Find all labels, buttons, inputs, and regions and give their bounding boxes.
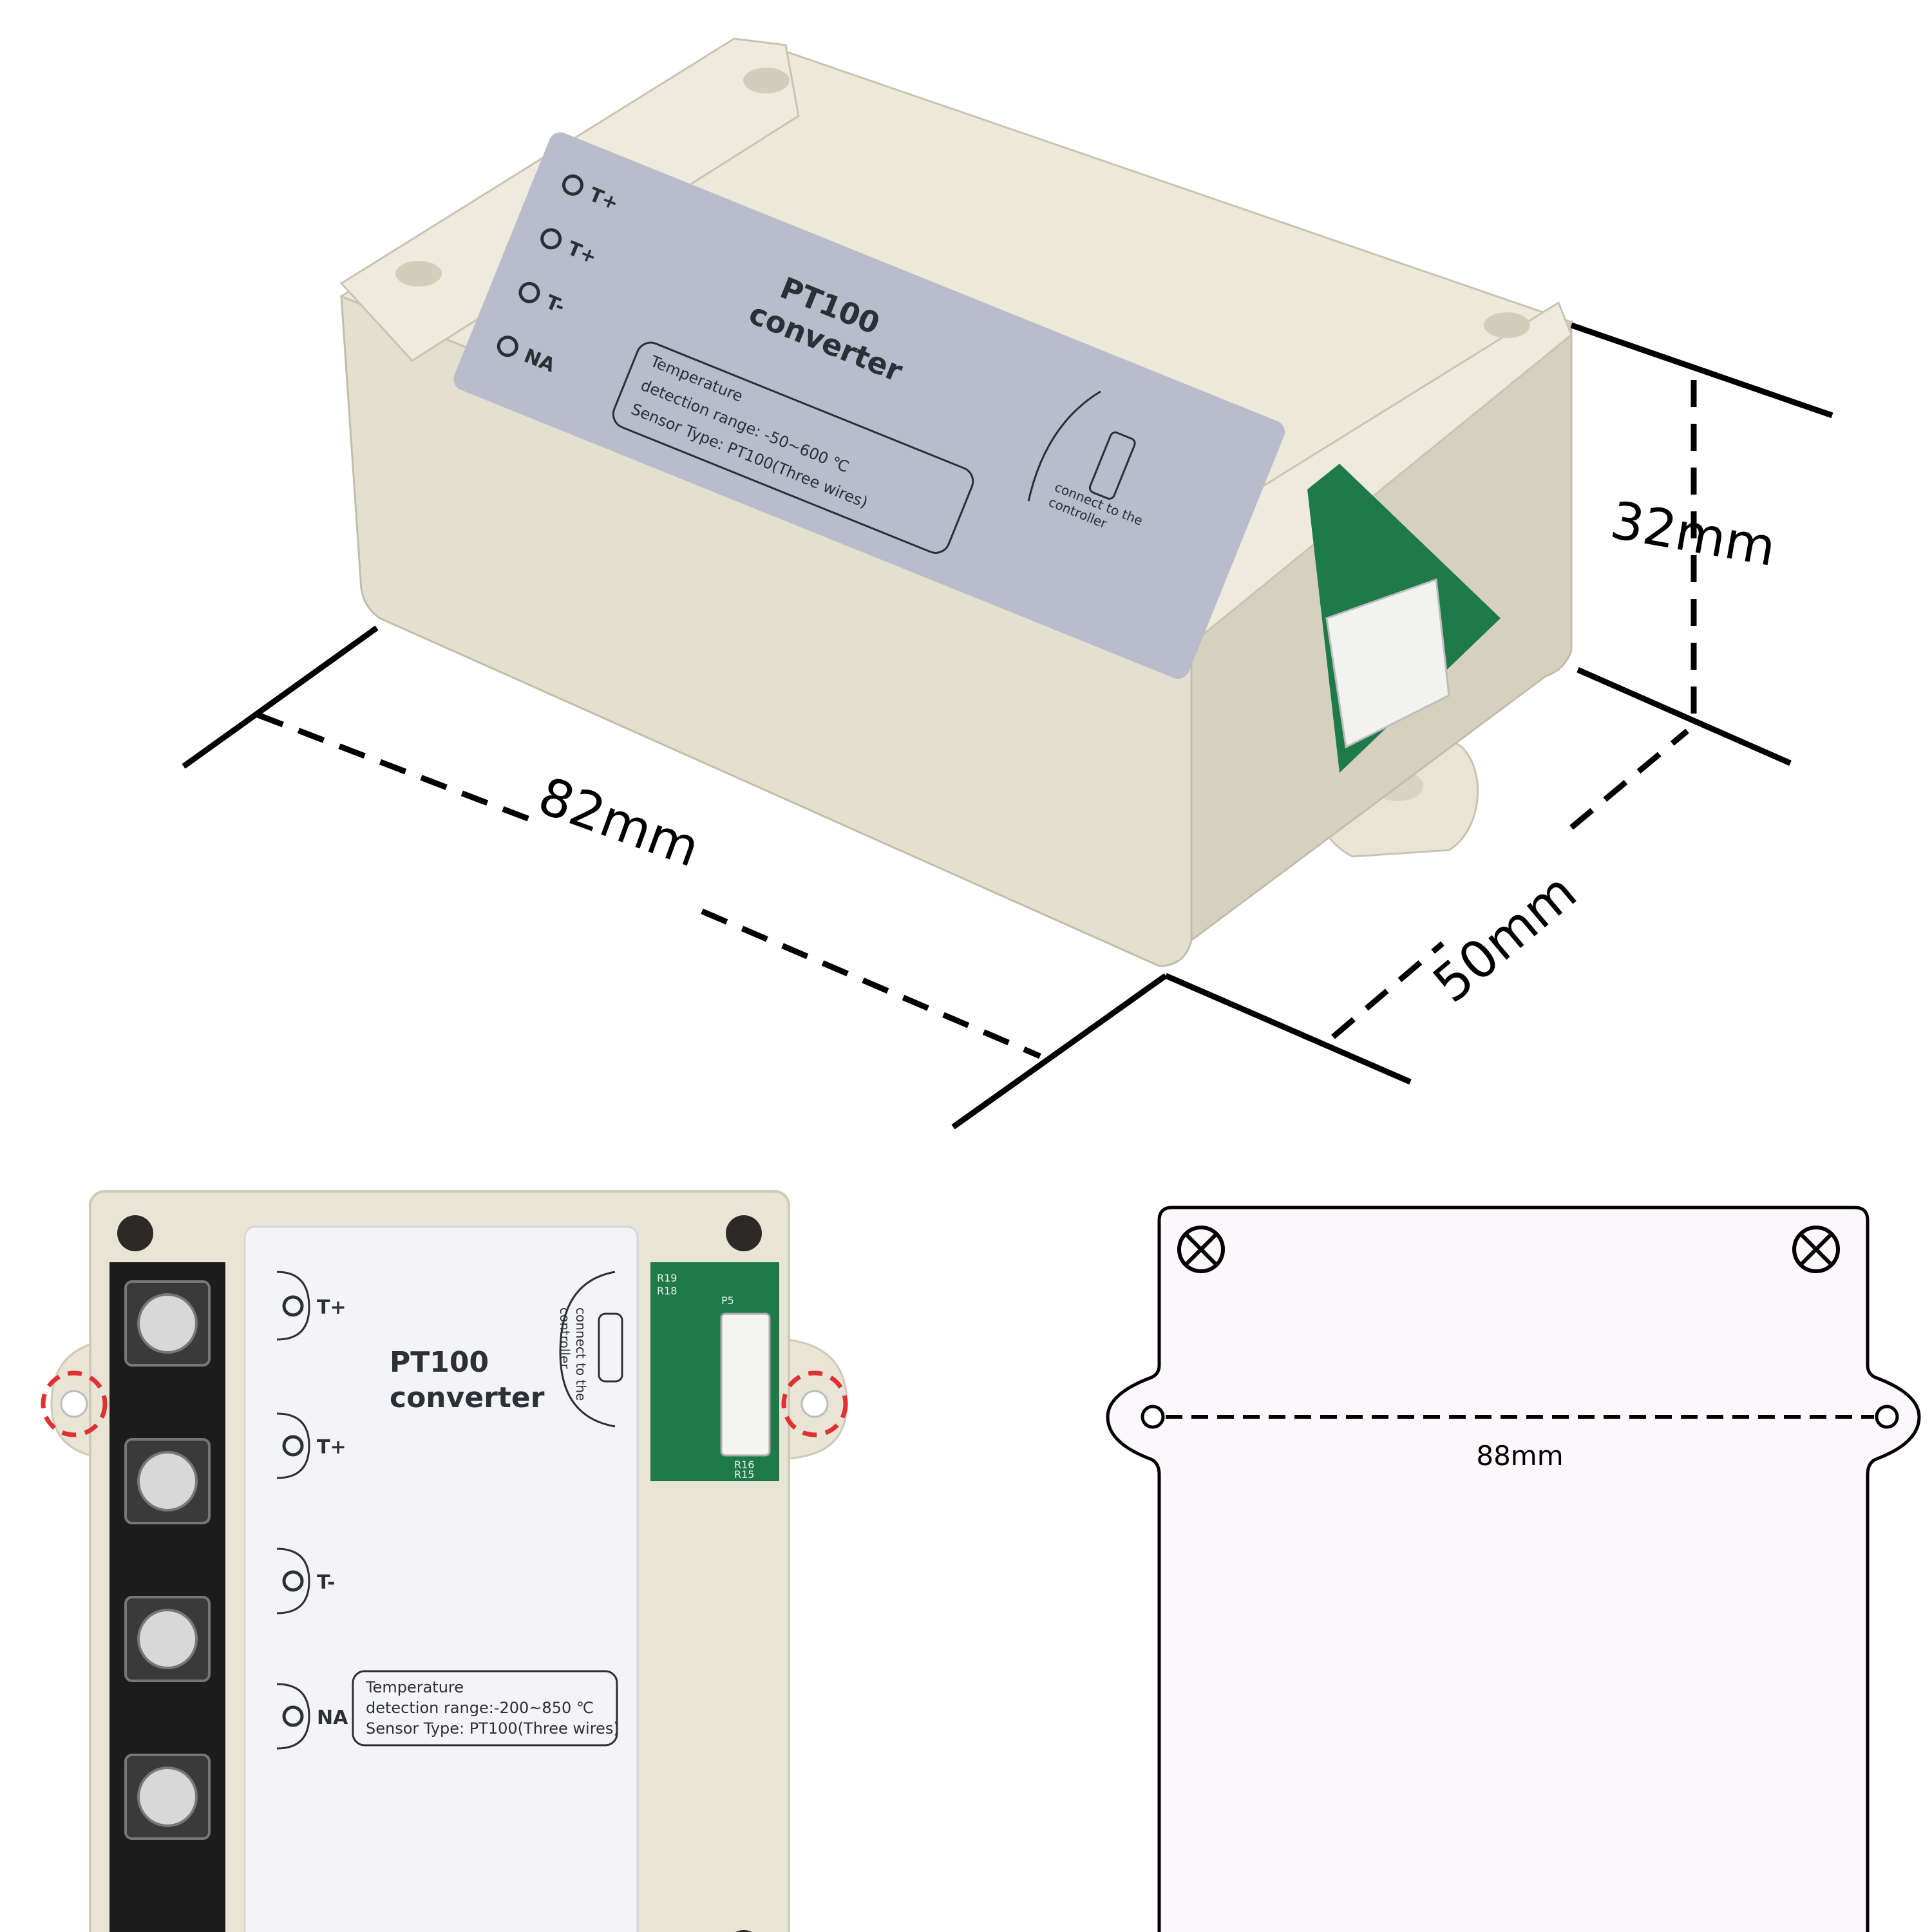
screw-hole (395, 261, 442, 287)
screw-x-icon (1792, 1226, 1840, 1273)
terminal-icon (497, 336, 518, 357)
dimension-hole-spacing: 88mm (1476, 1440, 1563, 1472)
pcb-label: R18 (657, 1285, 677, 1297)
terminal-icon (282, 1435, 304, 1457)
spec-box-iso (612, 341, 974, 554)
terminal-screw-icon (137, 1766, 198, 1827)
device-title-line2: converter (390, 1381, 545, 1414)
outline-shape (1106, 1206, 1921, 1932)
terminal-list-top: T+ T+ T- NA (276, 1271, 348, 1750)
terminal-screw-icon (137, 1293, 198, 1354)
pcb-label: R15 (734, 1468, 754, 1481)
screw-icon (117, 1215, 153, 1251)
terminal-icon (282, 1295, 304, 1317)
connector-outline (559, 1271, 616, 1428)
terminal-screws (124, 1280, 211, 1840)
connector-pin-icon (1088, 431, 1136, 500)
terminal-screw-icon (137, 1451, 198, 1511)
screw-icon (726, 1215, 762, 1251)
terminal-icon (282, 1570, 304, 1592)
connector-pin-icon (598, 1312, 623, 1383)
outline-mount-hole (1141, 1405, 1165, 1429)
corner-screws (117, 1215, 762, 1932)
spec-line: detection range:-200~850 ℃ (366, 1699, 594, 1717)
dimension-lines (182, 322, 1833, 1130)
mounting-outline: 88mm (1106, 1206, 1921, 1932)
screw-x-icon (1177, 1226, 1225, 1273)
spec-line: Sensor Type: PT100(Three wires) (366, 1719, 620, 1738)
connector-outline (1027, 390, 1101, 502)
label-plate-top (243, 1226, 639, 1932)
terminal-screw-icon (137, 1609, 198, 1669)
screw-hole (1484, 312, 1530, 338)
housing-front-face (340, 294, 1193, 967)
mounting-hole (60, 1390, 88, 1418)
connector-label-line2: controller (557, 1307, 573, 1369)
wire-connector-top (720, 1312, 771, 1457)
terminal-icon (518, 281, 540, 303)
dimension-length: 82mm (531, 766, 707, 879)
terminal-icon (282, 1705, 304, 1727)
terminal-label: T- (317, 1571, 336, 1594)
connector-label-line1: connect to the (573, 1307, 589, 1401)
mounting-hole-highlight (41, 1370, 108, 1437)
terminal-label: T+ (317, 1296, 346, 1319)
pcb-label: R19 (657, 1272, 677, 1284)
terminal-label: T+ (317, 1436, 346, 1459)
terminal-icon (562, 174, 583, 196)
screw-icon (735, 1930, 752, 1932)
spec-box-top (352, 1670, 618, 1747)
outline-mount-hole (1875, 1405, 1899, 1429)
dimension-width: 50mm (1422, 862, 1587, 1014)
device-title-line1: PT100 (390, 1346, 489, 1379)
terminal-icon (540, 228, 562, 250)
spec-line: Temperature (365, 1678, 464, 1696)
pcb-label: R16 (734, 1459, 754, 1471)
wire-connector (1325, 578, 1450, 749)
label-plate-iso: T+ T+ T- NA PT100 converter Temperature … (453, 132, 1285, 679)
outline-screws (1177, 1226, 1840, 1273)
pcb-label: P5 (721, 1294, 734, 1307)
mounting-hole-highlight (781, 1370, 848, 1437)
screw-hole (743, 68, 790, 93)
mounting-hole (800, 1390, 829, 1418)
isometric-view: T+ T+ T- NA PT100 converter Temperature … (339, 37, 1573, 967)
top-view: R19 R18 P5 R16 R15 T+ T+ T- NA PT100 con… (41, 1190, 848, 1932)
terminal-label: NA (317, 1707, 348, 1729)
